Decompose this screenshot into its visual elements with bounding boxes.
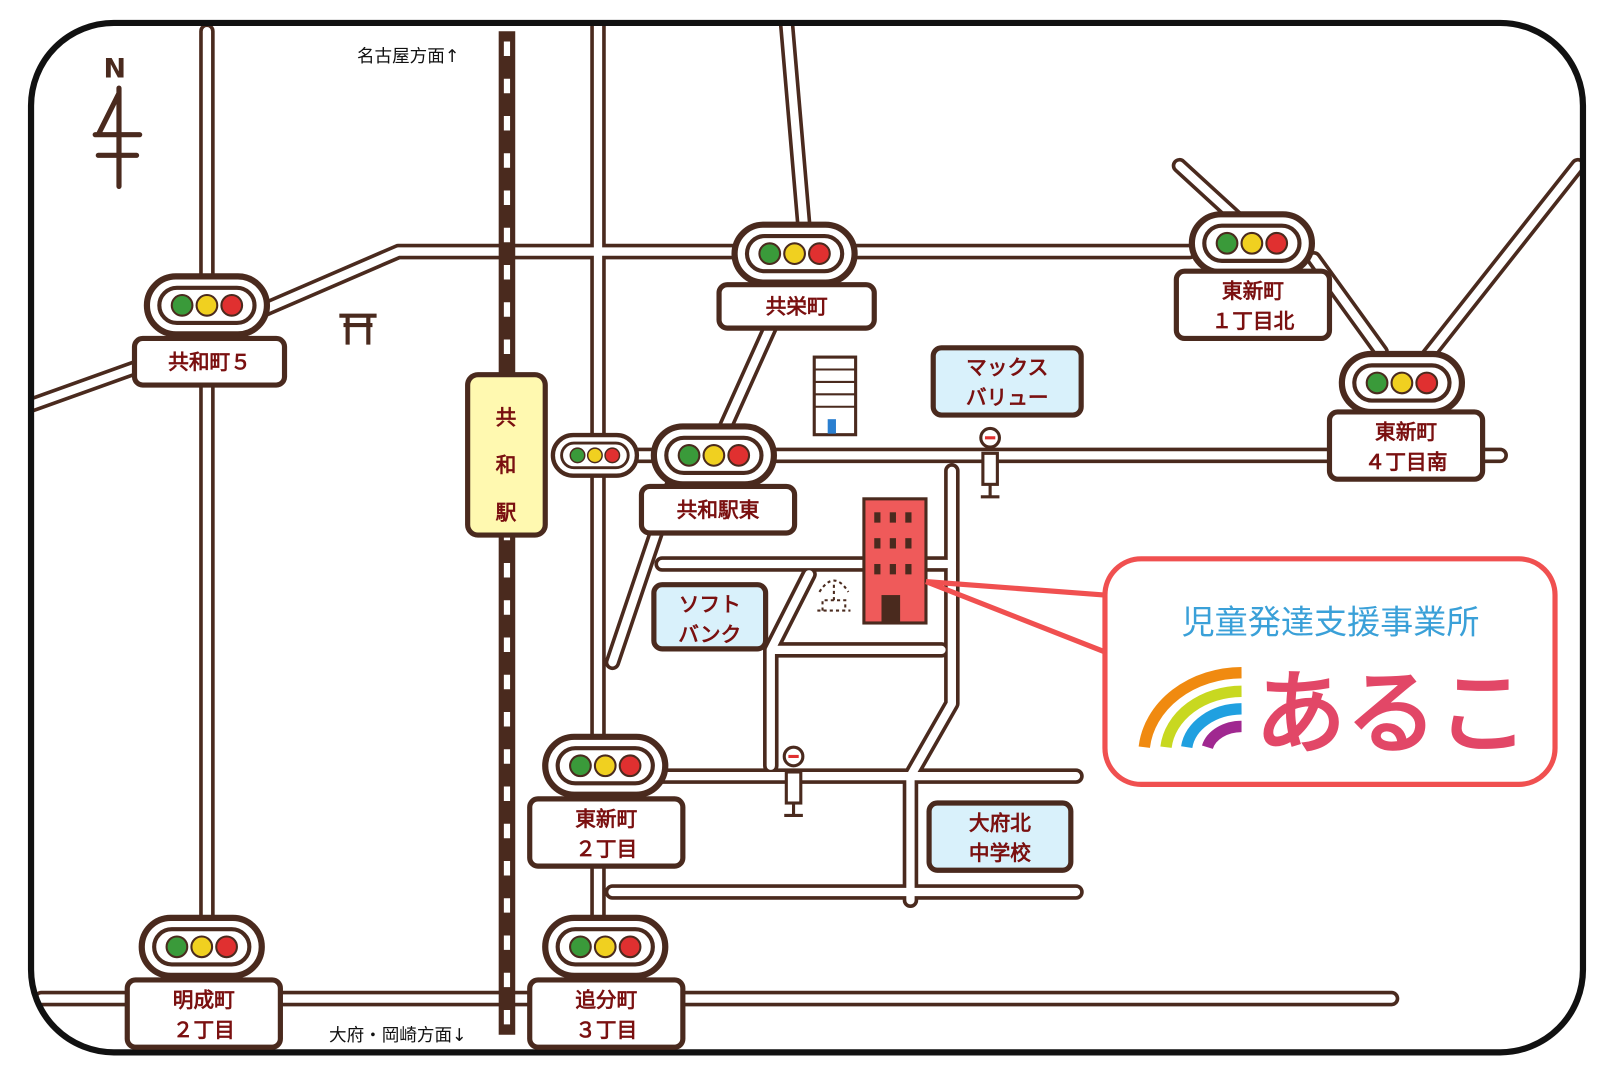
- intersection-label-text: 明成町: [173, 988, 235, 1012]
- intersection-label: 共和駅東: [638, 483, 798, 536]
- intersection-label-text: ２丁目: [575, 837, 637, 861]
- traffic-light-icon: [143, 273, 271, 338]
- north-arrow-icon: N: [92, 54, 143, 189]
- traffic-light-icon: [542, 733, 669, 798]
- intersection-label: 共和町５: [131, 335, 288, 388]
- traffic-light-icon: [731, 221, 858, 286]
- landmark-label-text: ソフト: [679, 593, 741, 617]
- intersection-label-text: ２丁目: [173, 1018, 235, 1042]
- intersection-label-text: 東新町: [575, 807, 637, 831]
- intersection-label-text: ３丁目: [575, 1018, 637, 1042]
- traffic-lights: [138, 211, 1466, 979]
- intersection-label-text: 共栄町: [766, 295, 828, 319]
- destination-building-icon: [862, 497, 928, 625]
- intersection-label: 追分町 ３丁目: [527, 977, 686, 1050]
- traffic-light-icon: [1338, 350, 1466, 416]
- landmark-label-text: 中学校: [969, 841, 1031, 865]
- intersection-label: 東新町 １丁目北: [1173, 268, 1333, 342]
- intersection-label-text: 共和町５: [168, 350, 251, 374]
- facility-name: あるこ: [1255, 661, 1528, 767]
- landmark-label-text: マックス: [966, 356, 1048, 380]
- intersection-label: 東新町 ４丁目南: [1326, 409, 1486, 482]
- intersection-label-text: １丁目北: [1212, 309, 1295, 333]
- bus-stop-icon: [782, 745, 805, 817]
- intersection-label-text: 追分町: [575, 988, 637, 1012]
- intersection-label: 東新町 ２丁目: [527, 796, 686, 869]
- direction-obu-okazaki: 大府・岡崎方面↓: [329, 1026, 467, 1046]
- direction-nagoya: 名古屋方面↑: [357, 47, 460, 67]
- intersection-label: 共栄町: [716, 282, 877, 331]
- traffic-light-icon: [542, 914, 669, 979]
- map-frame: [27, 19, 1587, 1056]
- landmark-label-text: 大府北: [969, 811, 1031, 835]
- intersection-label: 明成町 ２丁目: [124, 977, 283, 1050]
- station-char: 和: [496, 453, 517, 477]
- station-char: 駅: [495, 501, 517, 525]
- facility-callout: 児童発達支援事業所 あるこ: [925, 556, 1558, 787]
- traffic-light-icon: [138, 914, 265, 979]
- intersection-label-text: ４丁目南: [1365, 450, 1448, 474]
- facility-subtitle: 児童発達支援事業所: [1182, 602, 1480, 641]
- north-label: N: [103, 54, 126, 85]
- kyowa-station-label: 共 和 駅: [465, 372, 548, 538]
- intersection-label-text: 東新町: [1375, 420, 1437, 444]
- bus-stop-icon: [979, 426, 1001, 499]
- intersection-label-text: 共和駅東: [677, 498, 760, 522]
- roads: [31, 22, 1583, 1053]
- rainbow-logo-icon: [1138, 666, 1242, 750]
- landmark-label-text: バリュー: [966, 386, 1049, 410]
- fountain-icon: [817, 579, 851, 612]
- road-network: [31, 22, 1583, 1053]
- traffic-light-icon: [650, 423, 777, 488]
- shrine-torii-icon: [339, 313, 377, 345]
- intersection-label-text: 東新町: [1222, 279, 1284, 303]
- traffic-light-icon: [1188, 211, 1315, 276]
- landmark-label-text: バンク: [678, 623, 741, 647]
- office-building-icon: [812, 355, 858, 437]
- station-char: 共: [496, 405, 517, 429]
- traffic-light-icon: [550, 432, 640, 478]
